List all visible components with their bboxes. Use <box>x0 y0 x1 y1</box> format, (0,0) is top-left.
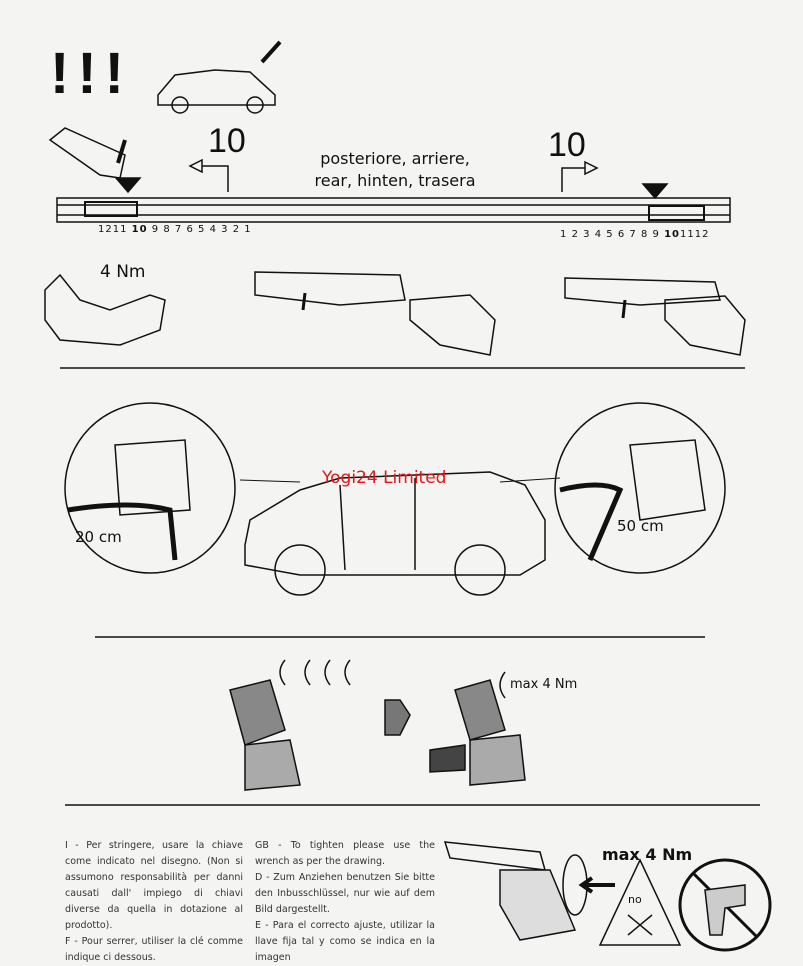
rear-detail-circle <box>554 402 726 574</box>
wrench-drawing <box>443 841 615 941</box>
instructions-right: GB - To tighten please use the wrench as… <box>255 838 435 966</box>
left-position-value: 10 <box>208 122 246 160</box>
next-arrow-icon <box>384 699 411 736</box>
rail-foot-drawing-2 <box>564 277 746 356</box>
roof-rail <box>56 197 731 223</box>
rotate-icon <box>499 671 506 699</box>
rear-distance-label: 50 cm <box>617 517 664 535</box>
car-trunk-icon <box>157 40 282 114</box>
tighten-bracket-drawing <box>44 273 166 346</box>
final-torque-label: max 4 Nm <box>602 845 693 864</box>
car-side-drawing <box>244 471 546 596</box>
arrow-right-icon <box>561 160 599 192</box>
adjust-drawing-left <box>229 659 351 791</box>
rail-foot-drawing-1 <box>254 271 496 356</box>
arrow-left-icon <box>188 158 229 192</box>
bracket-icon <box>48 127 126 179</box>
marker-left-icon <box>114 177 142 194</box>
instruction-english: GB - To tighten please use the wrench as… <box>255 840 435 867</box>
no-label: no <box>628 893 642 906</box>
no-drill-icon <box>678 858 772 952</box>
rear-position-label: posteriore, arriere, rear, hinten, trase… <box>300 148 490 192</box>
instruction-german: D - Zum Anziehen benutzen Sie bitte den … <box>255 872 435 915</box>
front-detail-circle <box>64 402 236 574</box>
front-distance-label: 20 cm <box>75 528 122 546</box>
warning-triangle-icon <box>598 858 682 946</box>
label-line-1: posteriore, arriere, <box>320 149 470 168</box>
right-position-value: 10 <box>548 126 586 164</box>
instruction-italian: I - Per stringere, usare la chiave come … <box>65 840 243 931</box>
warning-mark: !!! <box>50 41 132 106</box>
adjust-drawing-right <box>429 671 526 786</box>
label-line-2: rear, hinten, trasera <box>314 171 476 190</box>
torque-label: 4 Nm <box>100 262 146 282</box>
left-scale: 1211 10 9 8 7 6 5 4 3 2 1 <box>98 224 252 235</box>
adjust-torque-label: max 4 Nm <box>510 677 578 692</box>
right-scale: 1 2 3 4 5 6 7 8 9 101112 <box>560 229 710 240</box>
marker-right-icon <box>641 183 669 200</box>
watermark: Yogi24 Limited <box>322 468 447 488</box>
instruction-french: F - Pour serrer, utiliser la clé comme i… <box>65 936 243 963</box>
instructions-left: I - Per stringere, usare la chiave come … <box>65 838 243 966</box>
instruction-spanish: E - Para el correcto ajuste, utilizar la… <box>255 920 435 963</box>
